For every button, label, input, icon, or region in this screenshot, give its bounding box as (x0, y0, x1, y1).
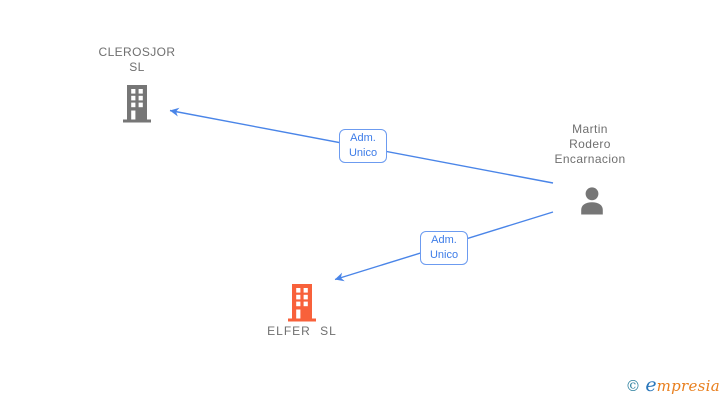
edge-label-adm-unico-1: Adm. Unico (339, 129, 387, 163)
building-icon[interactable] (122, 85, 152, 128)
person-icon[interactable] (576, 185, 608, 221)
copyright-symbol: © (625, 377, 641, 395)
building-icon[interactable] (287, 284, 317, 327)
node-label-martin-rodero-encarnacion[interactable]: Martin Rodero Encarnacion (554, 122, 626, 166)
node-label-clerosjor[interactable]: CLEROSJOR SL (98, 45, 176, 74)
edge-label-adm-unico-2: Adm. Unico (420, 231, 468, 265)
empresia-logo[interactable]: © empresia (626, 374, 720, 396)
brand-initial: e (645, 374, 657, 396)
node-label-elfer[interactable]: ELFER SL (267, 324, 337, 338)
brand-rest: mpresia (656, 377, 720, 395)
